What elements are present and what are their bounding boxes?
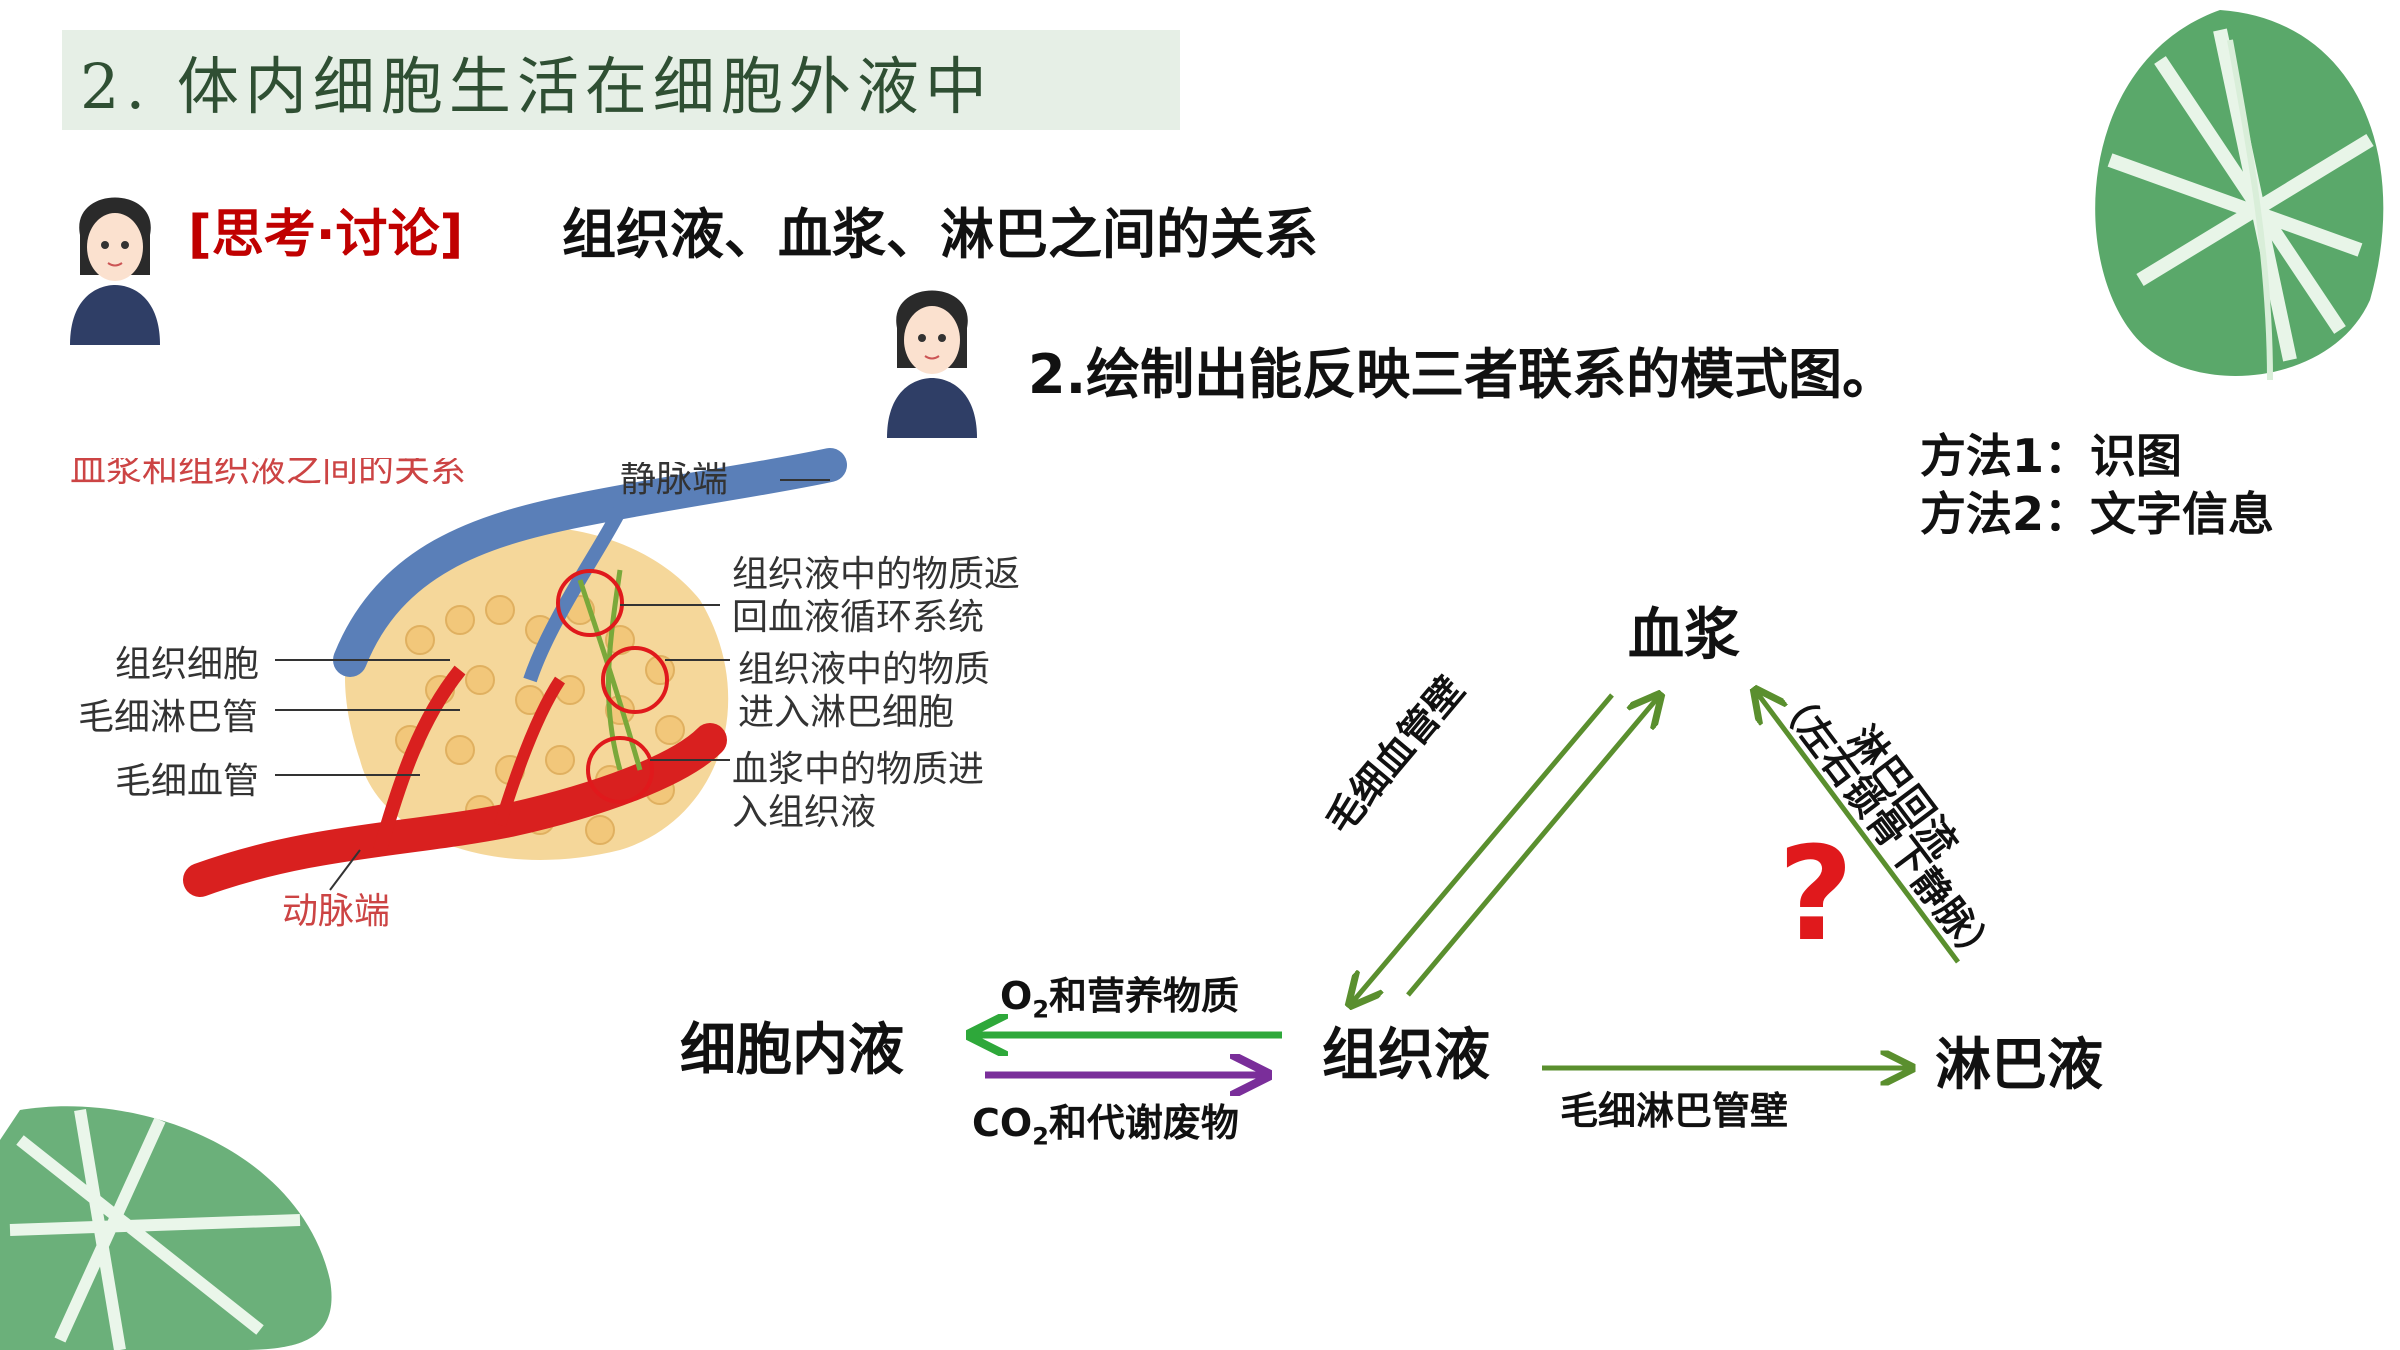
- slide-title: 2. 体内细胞生活在细胞外液中: [80, 50, 993, 123]
- note-lymph-line1: 组织液中的物质: [738, 649, 991, 690]
- arrow-tissue-to-plasma: [1406, 695, 1660, 997]
- label-lymph-capillary-wall: 毛细淋巴管壁: [1560, 1089, 1789, 1133]
- node-plasma: 血浆: [1628, 603, 1740, 668]
- note-return-line2: 回血液循环系统: [732, 597, 985, 638]
- label-o2-nutrients: O2和营养物质: [1000, 974, 1240, 1024]
- note-lymph-line2: 进入淋巴细胞: [738, 692, 955, 733]
- figure-caption: 血浆和组织液之间的关系: [70, 449, 467, 490]
- title-bar: [62, 30, 1180, 130]
- girl-avatar-icon: [887, 290, 977, 438]
- method-1: 方法1：识图: [1920, 429, 2183, 483]
- vein-end-label: 静脉端: [620, 459, 729, 500]
- artery-end-label: 动脉端: [282, 891, 391, 932]
- node-tissue-fluid: 组织液: [1322, 1023, 1490, 1088]
- arrow-plasma-to-tissue: [1350, 693, 1614, 1005]
- lymph-capillary-label: 毛细淋巴管: [78, 697, 259, 738]
- monstera-leaf-bottom-left: [0, 1106, 332, 1350]
- note-plasma-line1: 血浆中的物质进: [732, 749, 985, 790]
- think-discuss-tag: [思考·讨论]: [188, 205, 464, 265]
- discussion-topic: 组织液、血浆、淋巴之间的关系: [562, 203, 1318, 266]
- node-intracellular: 细胞内液: [680, 1018, 904, 1083]
- tissue-cell-label: 组织细胞: [115, 644, 260, 685]
- node-lymph: 淋巴液: [1935, 1033, 2103, 1098]
- note-plasma-line2: 入组织液: [732, 792, 877, 833]
- question-mark: ?: [1778, 818, 1854, 970]
- girl-avatar-icon: [70, 197, 160, 345]
- method-2: 方法2：文字信息: [1920, 487, 2275, 541]
- blood-capillary-label: 毛细血管: [115, 761, 260, 802]
- label-co2-waste: CO2和代谢废物: [972, 1101, 1239, 1151]
- capillary-illustration: [183, 448, 847, 897]
- arrow-lymph-to-plasma: [1755, 690, 1961, 964]
- note-return-line1: 组织液中的物质返: [732, 554, 1021, 595]
- task-instruction: 2.绘制出能反映三者联系的模式图。: [1028, 343, 1897, 406]
- monstera-leaf-top-right: [2095, 10, 2384, 381]
- capillary-figure: 血浆和组织液之间的关系: [60, 440, 1020, 940]
